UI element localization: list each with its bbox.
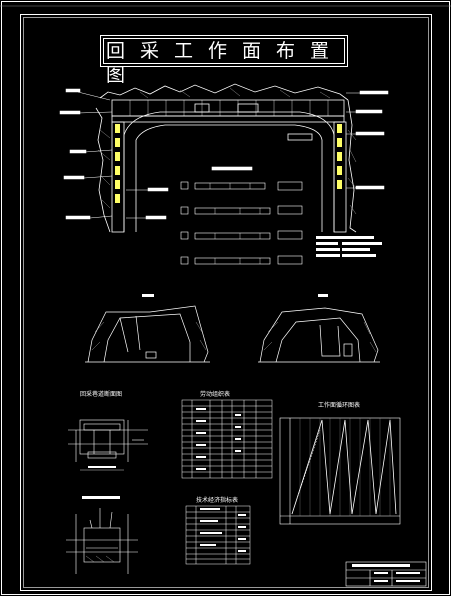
cycle-chart-title: 工作面循环图表: [318, 402, 361, 409]
technical-table: [185, 505, 251, 565]
labor-table: [181, 399, 273, 479]
cross-section-left: [85, 294, 210, 363]
callouts: [59, 88, 389, 220]
equipment-rows: [180, 166, 382, 265]
title-block: [345, 561, 427, 587]
labor-table-title: 劳动组织表: [200, 391, 231, 398]
roadway-section: [68, 419, 148, 471]
drawing-title: 回采工作面布置图: [106, 40, 345, 86]
support-detail: [66, 496, 138, 574]
technical-table-title: 技术经济指标表: [196, 497, 239, 504]
roadway-section-title: 回采巷道断面图: [80, 391, 123, 398]
cross-section-right: [258, 294, 380, 363]
title-frame: [100, 35, 348, 67]
coal-seam: [115, 124, 342, 203]
cycle-chart: [279, 417, 401, 525]
roadway-layout: [95, 83, 357, 233]
